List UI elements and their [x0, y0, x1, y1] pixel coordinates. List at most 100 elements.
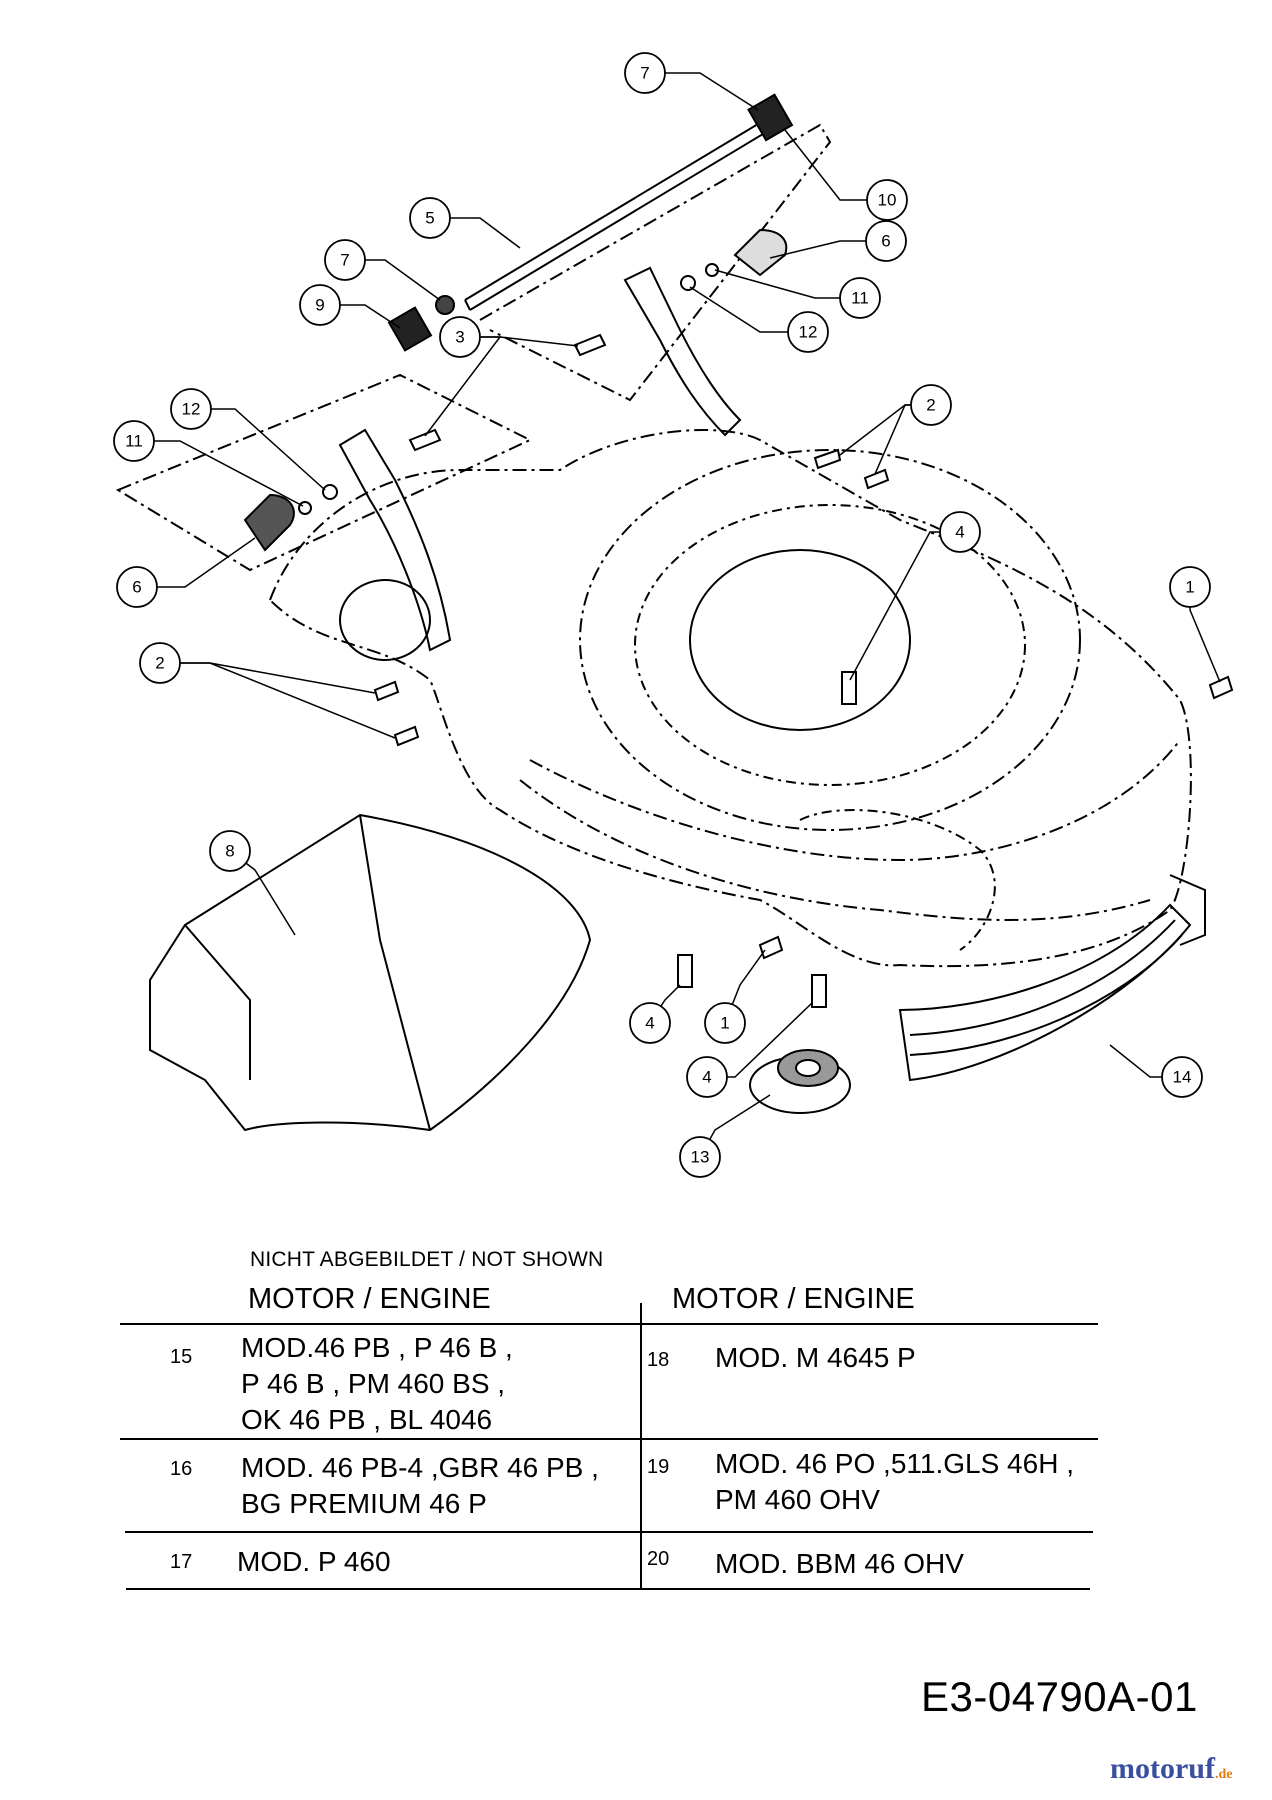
svg-text:8: 8 — [225, 842, 234, 861]
bolt-2-a — [813, 448, 842, 470]
height-adjust-plate-left — [339, 579, 431, 661]
svg-text:4: 4 — [645, 1014, 654, 1033]
callout-14: 14 — [1161, 1056, 1203, 1098]
callout-12-right: 12 — [787, 311, 829, 353]
row-number-18: 18 — [647, 1349, 670, 1371]
row-number-16: 16 — [170, 1458, 193, 1480]
svg-text:9: 9 — [315, 296, 324, 315]
svg-text:7: 7 — [340, 251, 349, 270]
bolt-3-left — [408, 428, 442, 452]
row-number-19: 19 — [647, 1456, 670, 1478]
washer-right-11 — [705, 263, 719, 277]
exploded-parts-diagram: 7 10 5 6 7 11 9 3 12 12 2 11 4 1 6 2 8 4… — [113, 52, 1234, 1178]
bolt-3-right — [573, 333, 607, 357]
callout-2-left: 2 — [139, 642, 181, 684]
callout-6-right: 6 — [865, 220, 907, 262]
bolt-2-d — [393, 725, 420, 747]
grass-chute-inner — [184, 814, 431, 1131]
svg-text:12: 12 — [799, 323, 818, 342]
svg-text:13: 13 — [691, 1148, 710, 1167]
row-number-15: 15 — [170, 1346, 193, 1368]
svg-text:1: 1 — [1185, 578, 1194, 597]
watermark-tld: .de — [1214, 1767, 1233, 1782]
svg-text:10: 10 — [878, 191, 897, 210]
callout-9: 9 — [299, 284, 341, 326]
svg-text:4: 4 — [702, 1068, 711, 1087]
grass-chute — [149, 813, 592, 1132]
watermark-name: motoruf — [1110, 1752, 1215, 1785]
row-models-16: MOD. 46 PB-4 ,GBR 46 PB , BG PREMIUM 46 … — [241, 1452, 599, 1519]
callout-4-bottom-right: 4 — [686, 1056, 728, 1098]
svg-text:7: 7 — [640, 64, 649, 83]
washer-left-11 — [298, 501, 312, 515]
callout-11-left: 11 — [113, 420, 155, 462]
bolt-4-top — [841, 671, 857, 705]
engine-opening — [689, 549, 911, 731]
svg-text:4: 4 — [955, 523, 964, 542]
table-left-heading: MOTOR / ENGINE — [248, 1283, 491, 1315]
table-bottom-rule — [126, 1588, 1090, 1590]
callout-7-left: 7 — [324, 239, 366, 281]
callout-13: 13 — [679, 1136, 721, 1178]
rear-flap-bracket — [1169, 874, 1206, 946]
table-row-rule-2 — [125, 1531, 1093, 1533]
drawing-code: E3-04790A-01 — [921, 1673, 1198, 1720]
svg-text:6: 6 — [132, 578, 141, 597]
svg-text:2: 2 — [926, 396, 935, 415]
axle-phantom-rect-lower — [115, 373, 533, 572]
rear-flap — [898, 903, 1192, 1082]
callout-3: 3 — [439, 316, 481, 358]
svg-text:5: 5 — [425, 209, 434, 228]
svg-text:6: 6 — [881, 232, 890, 251]
callout-4-top: 4 — [939, 511, 981, 553]
knob-right — [733, 228, 788, 277]
callout-6-left: 6 — [116, 566, 158, 608]
callout-11-right: 11 — [839, 277, 881, 319]
callout-7-top: 7 — [624, 52, 666, 94]
table-top-rule — [120, 1323, 1098, 1325]
row-models-18: MOD. M 4645 P — [715, 1342, 916, 1373]
callout-1-bottom: 1 — [704, 1002, 746, 1044]
rear-axle — [464, 117, 774, 311]
bolt-4-bottom-left — [677, 954, 693, 988]
row-number-20: 20 — [647, 1548, 670, 1570]
bolt-2-b — [863, 468, 890, 490]
row-models-20: MOD. BBM 46 OHV — [715, 1548, 964, 1579]
bolt-2-c — [373, 680, 400, 702]
height-bracket-left — [338, 428, 452, 652]
table-row-rule-1 — [120, 1438, 1098, 1440]
spring-upper — [747, 93, 794, 142]
deck-front-edge — [529, 739, 1181, 862]
callout-4-bottom-left: 4 — [629, 1002, 671, 1044]
table-column-divider — [640, 1303, 642, 1588]
leader-lines — [154, 72, 1221, 1158]
callout-8: 8 — [209, 830, 251, 872]
table-right-heading: MOTOR / ENGINE — [672, 1283, 915, 1315]
deck-dome — [579, 449, 1081, 831]
washer-7-lower — [435, 295, 455, 315]
svg-text:3: 3 — [455, 328, 464, 347]
svg-text:12: 12 — [182, 400, 201, 419]
bolt-1-bottom — [758, 935, 784, 960]
deck-outline — [268, 429, 1192, 968]
row-models-19: MOD. 46 PO ,511.GLS 46H , PM 460 OHV — [715, 1448, 1074, 1515]
row-models-15: MOD.46 PB , P 46 B , P 46 B , PM 460 BS … — [241, 1332, 513, 1435]
row-models-17: MOD. P 460 — [237, 1546, 391, 1577]
deck-dome-inner — [634, 504, 1026, 786]
spring-lower — [387, 306, 433, 352]
watermark-logo: motoruf.de — [1110, 1752, 1232, 1786]
knob-left — [243, 493, 295, 552]
callout-10: 10 — [866, 179, 908, 221]
bolt-1-right — [1208, 675, 1234, 700]
height-bracket-right — [623, 266, 742, 437]
axle-phantom-rect-upper — [479, 123, 832, 402]
bearing-hub-hole — [795, 1059, 821, 1077]
svg-text:11: 11 — [125, 432, 143, 451]
rear-flap-inner — [909, 919, 1183, 1056]
svg-text:2: 2 — [155, 654, 164, 673]
callout-12-left: 12 — [170, 388, 212, 430]
svg-text:1: 1 — [720, 1014, 729, 1033]
bolt-4-bottom-right — [811, 974, 827, 1008]
row-number-17: 17 — [170, 1551, 193, 1573]
callout-1-right: 1 — [1169, 566, 1211, 608]
